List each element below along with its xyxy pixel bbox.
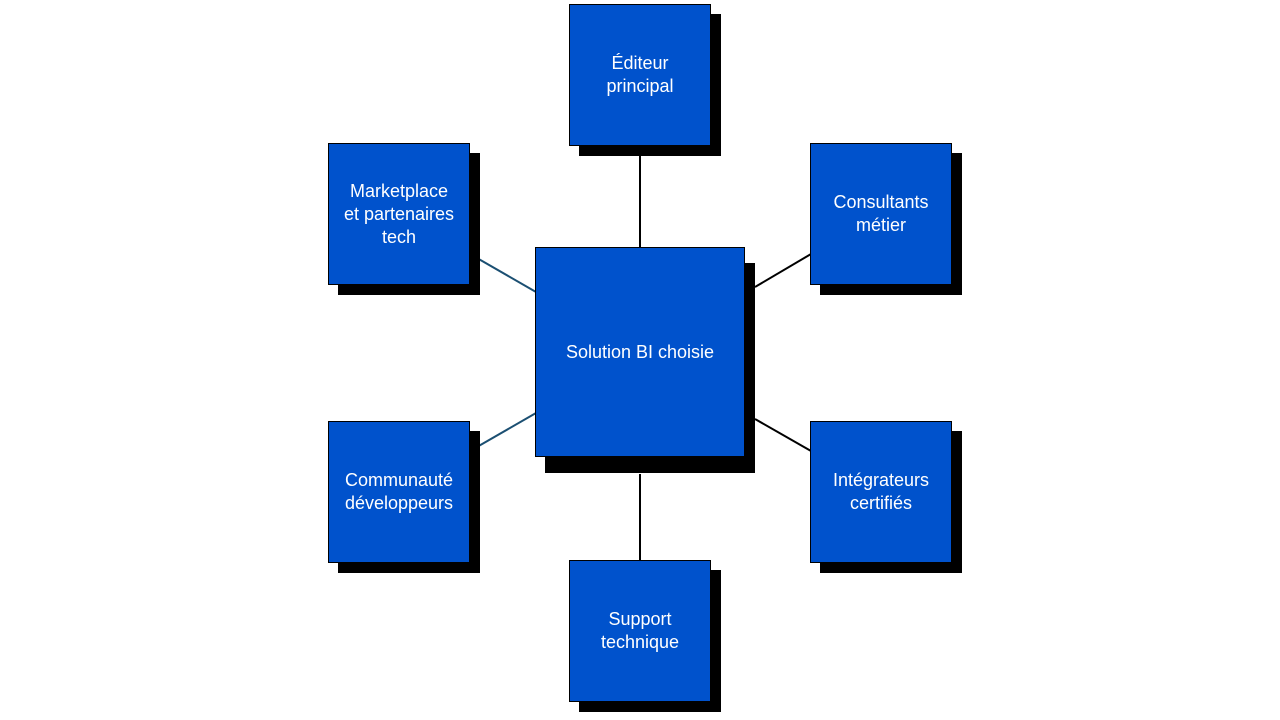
node-solution-bi-centre: Solution BI choisie — [535, 247, 745, 457]
node-consultants-metier: Consultants métier — [810, 143, 952, 285]
connector-communaute — [469, 412, 537, 452]
connector-marketplace — [469, 253, 537, 293]
node-integrateurs-certifies: Intégrateurs certifiés — [810, 421, 952, 563]
node-support-technique: Support technique — [569, 560, 711, 702]
connector-integrateurs — [754, 418, 812, 452]
node-editeur-principal: Éditeur principal — [569, 4, 711, 146]
node-marketplace-partenaires: Marketplace et partenaires tech — [328, 143, 470, 285]
node-communaute-developpeurs: Communauté développeurs — [328, 421, 470, 563]
connector-consultants — [754, 253, 812, 288]
